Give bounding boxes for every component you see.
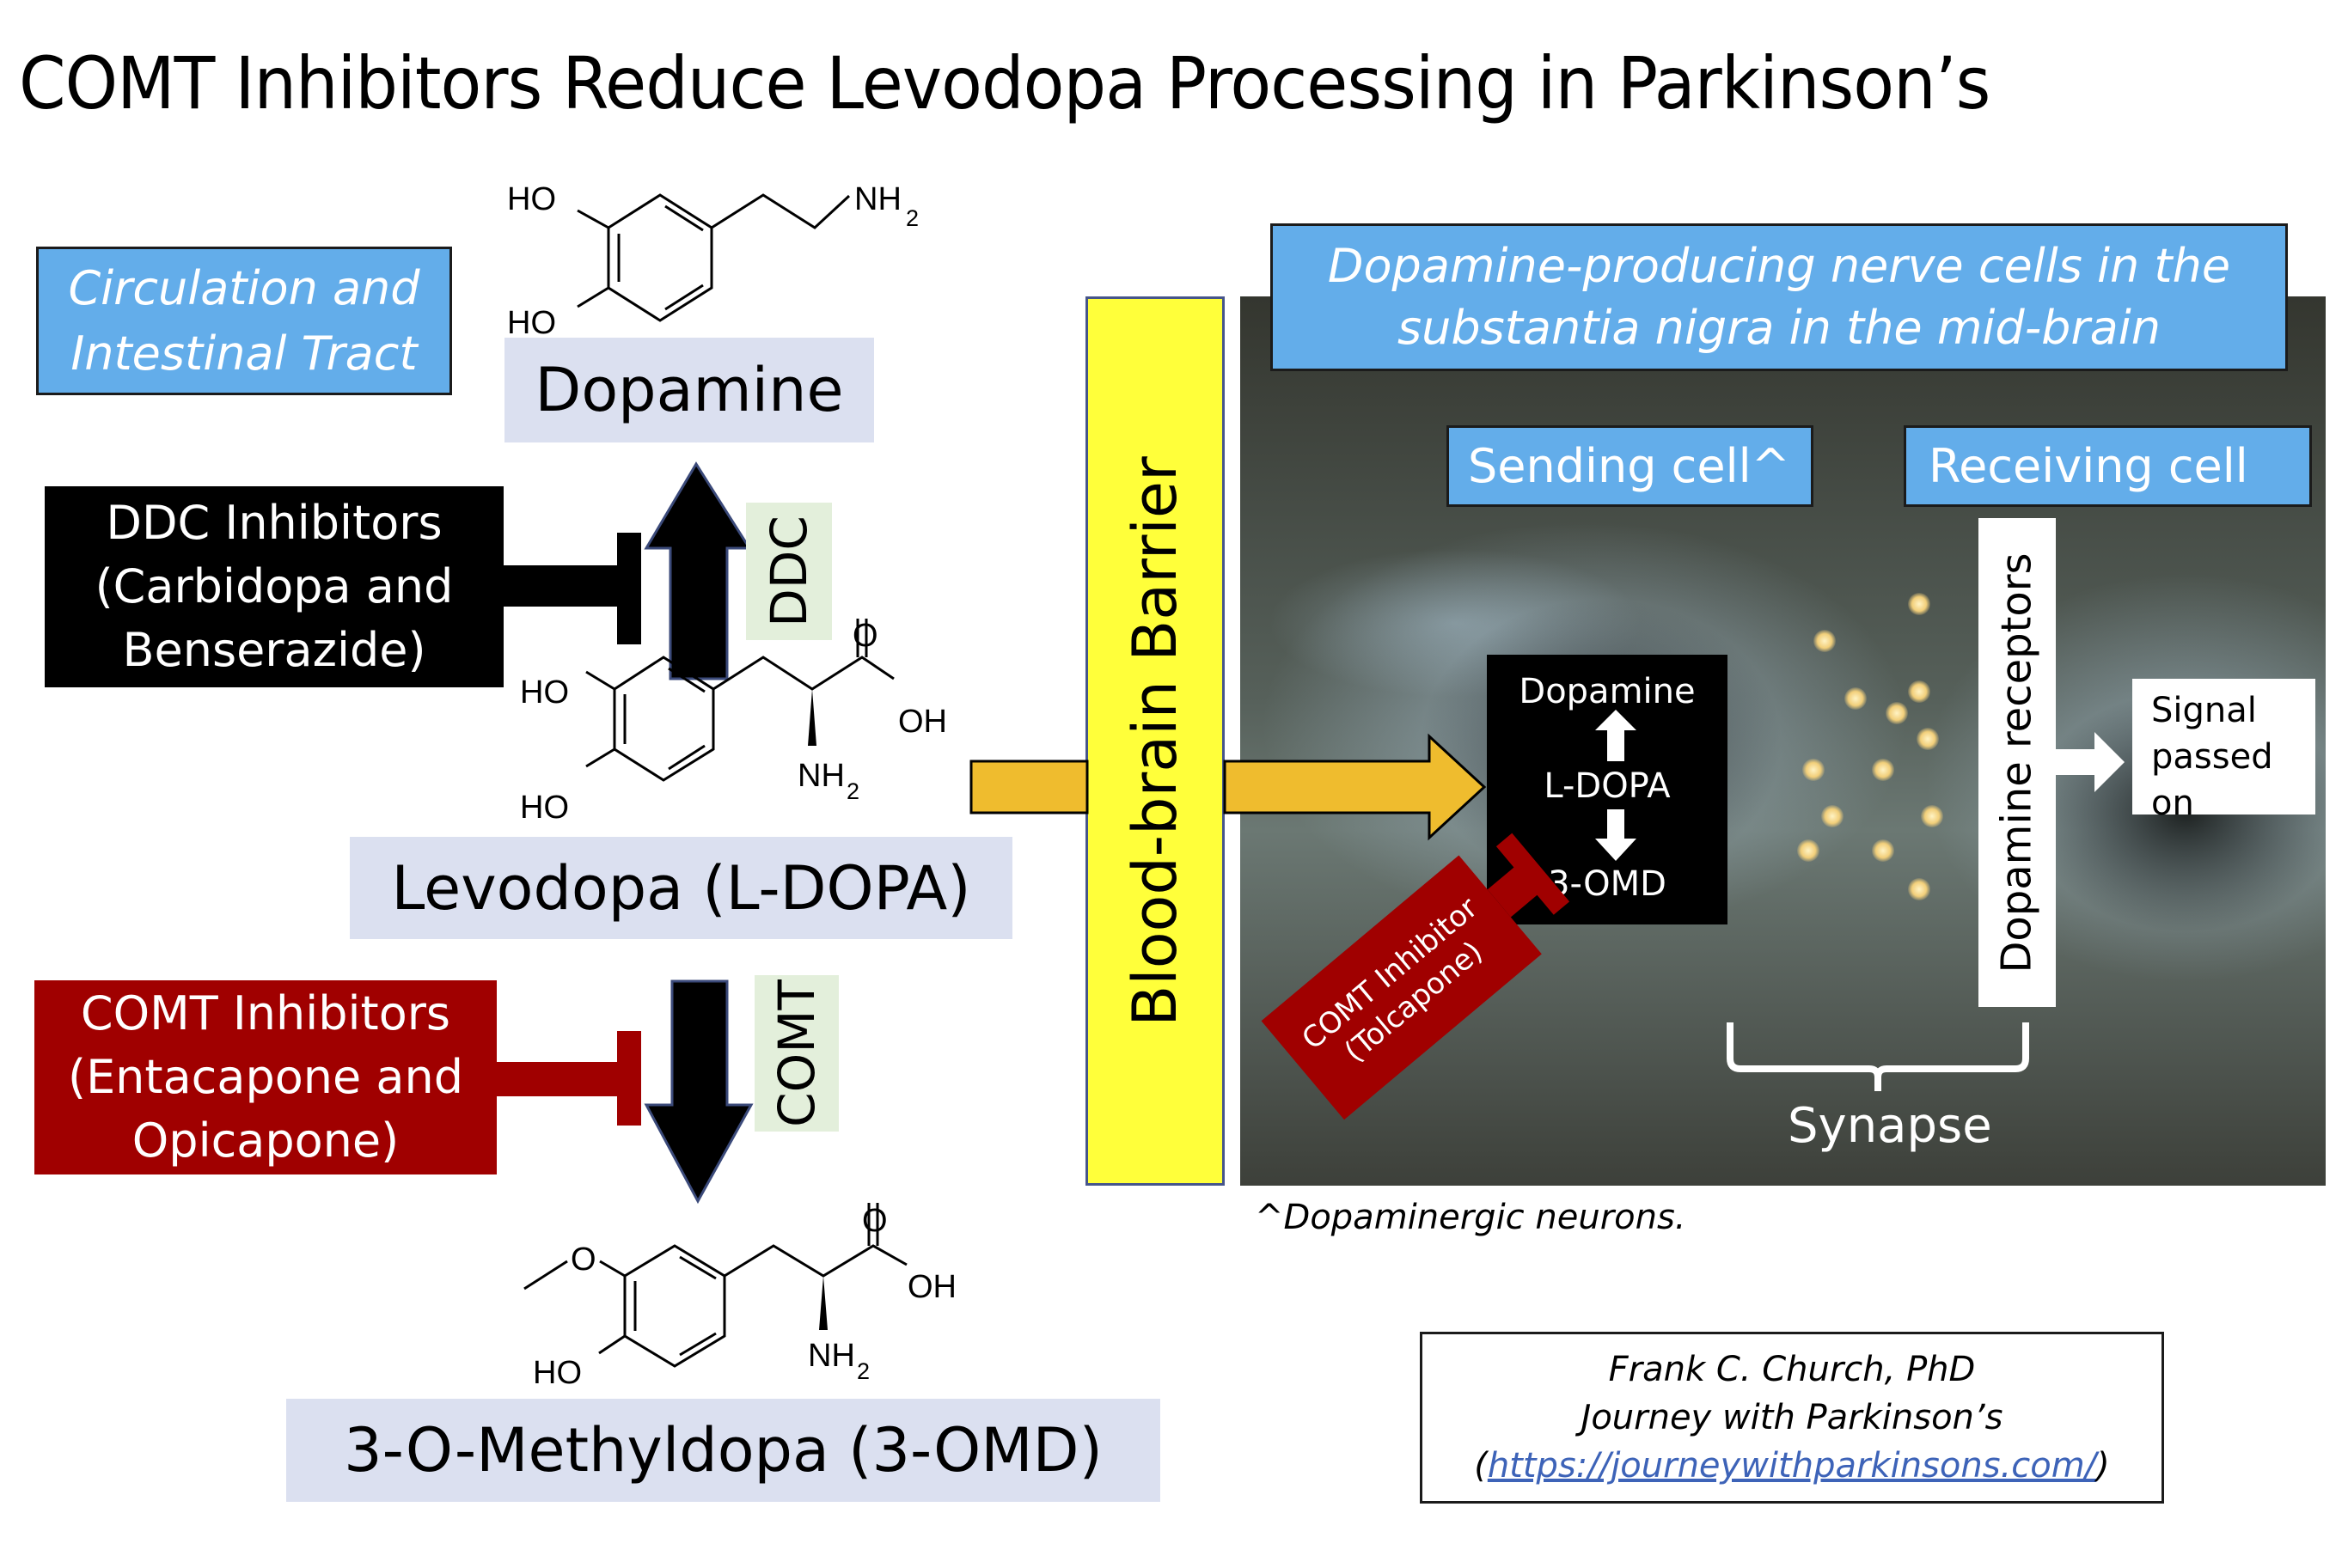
omd-carbonyl-o: O	[862, 1203, 888, 1239]
omd-ho-bottom: HO	[533, 1355, 582, 1391]
receiving-cell-label: Receiving cell	[1904, 425, 2312, 507]
levodopa-acid-oh: OH	[898, 704, 947, 740]
credit-url-line: (https://journeywithparkinsons.com/)	[1474, 1442, 2110, 1490]
dopamine-vesicle	[1921, 805, 1943, 827]
dopamine-ho-top: HO	[507, 181, 556, 217]
comt-inhibitors-line-3: Opicapone)	[131, 1113, 400, 1168]
dopamine-amine: NH	[854, 181, 902, 217]
omd-label: 3-O-Methyldopa (3-OMD)	[286, 1399, 1160, 1502]
comt-enzyme-label: COMT	[755, 975, 839, 1132]
dopamine-vesicle	[1908, 680, 1930, 703]
dopamine-vesicle	[1917, 728, 1939, 750]
dopamine-vesicle	[1872, 759, 1894, 781]
dopamine-receptors-text: Dopamine receptors	[1993, 552, 2042, 973]
dopamine-vesicle	[1844, 687, 1867, 710]
dopamine-vesicle	[1908, 878, 1930, 900]
levodopa-label: Levodopa (L-DOPA)	[350, 837, 1012, 939]
credit-box: Frank C. Church, PhD Journey with Parkin…	[1420, 1332, 2164, 1504]
blood-brain-barrier-label: Blood-brain Barrier	[1120, 455, 1190, 1027]
dopamine-vesicle	[1813, 630, 1836, 652]
omd-amine: NH	[808, 1338, 855, 1374]
pathway-arrow-down	[1595, 809, 1636, 861]
comt-inhibitors-line-1: COMT Inhibitors	[80, 986, 451, 1040]
credit-site-name: Journey with Parkinson’s	[1581, 1398, 2003, 1437]
neuron-pathway-box: Dopamine L-DOPA 3-OMD	[1487, 655, 1727, 924]
levodopa-amine: NH	[798, 758, 845, 794]
ddc-inhibitors-line-3: Benserazide)	[122, 623, 426, 677]
synapse-label: Synapse	[1788, 1098, 1992, 1154]
levodopa-ho-top: HO	[520, 674, 569, 711]
signal-line-1: Signal	[2151, 691, 2257, 730]
dopamine-vesicle	[1872, 839, 1894, 862]
comt-inhibitors-line-2: (Entacapone and	[68, 1050, 463, 1104]
pathway-dopamine: Dopamine	[1519, 672, 1696, 711]
omd-acid-oh: OH	[908, 1269, 957, 1305]
comt-inhibitors-box: COMT Inhibitors (Entacapone and Opicapon…	[34, 980, 497, 1174]
dopamine-vesicle	[1797, 839, 1819, 862]
levodopa-ho-bottom: HO	[520, 790, 569, 826]
ddc-inhibitors-line-2: (Carbidopa and	[95, 559, 454, 613]
circulation-line-2: Intestinal Tract	[70, 326, 418, 381]
dopamine-label: Dopamine	[504, 338, 874, 442]
levodopa-amine-sub: 2	[847, 778, 859, 804]
pathway-arrow-up	[1595, 710, 1636, 761]
ddc-inhibitors-box: DDC Inhibitors (Carbidopa and Benserazid…	[45, 486, 504, 687]
omd-amine-sub: 2	[857, 1358, 870, 1384]
dopamine-vesicle	[1886, 702, 1908, 724]
brain-region-header: Dopamine-producing nerve cells in the su…	[1270, 223, 2288, 371]
brain-region-line-2: substantia nigra in the mid-brain	[1397, 301, 2161, 355]
dopamine-ho-bottom: HO	[507, 305, 556, 341]
circulation-location-box: Circulation and Intestinal Tract	[36, 247, 452, 395]
dopamine-vesicle	[1802, 759, 1825, 781]
credit-close-paren: )	[2096, 1446, 2110, 1486]
ddc-enzyme-text: DDC	[760, 516, 819, 627]
footnote: ^Dopaminergic neurons.	[1255, 1198, 1686, 1237]
signal-line-2: passed	[2151, 737, 2273, 777]
credit-url-link[interactable]: https://journeywithparkinsons.com/	[1487, 1446, 2097, 1486]
blood-brain-barrier: Blood-brain Barrier	[1085, 296, 1225, 1186]
ddc-inhibitors-line-1: DDC Inhibitors	[106, 496, 443, 550]
ddc-enzyme-label: DDC	[746, 503, 832, 640]
comt-enzyme-text: COMT	[767, 979, 826, 1127]
signal-line-3: on	[2151, 784, 2194, 823]
dopamine-vesicle	[1821, 805, 1844, 827]
dopamine-amine-sub: 2	[906, 205, 919, 231]
credit-author: Frank C. Church, PhD	[1608, 1350, 1976, 1389]
page-title: COMT Inhibitors Reduce Levodopa Processi…	[19, 41, 1990, 125]
sending-cell-label: Sending cell^	[1446, 425, 1813, 507]
omd-methoxy-o: O	[571, 1242, 596, 1278]
circulation-line-1: Circulation and	[68, 260, 420, 315]
levodopa-carbonyl-o: O	[853, 618, 878, 654]
pathway-ldopa: L-DOPA	[1544, 766, 1671, 806]
brain-region-line-1: Dopamine-producing nerve cells in the	[1327, 239, 2231, 293]
signal-passed-box: Signal passed on	[2132, 679, 2315, 823]
dopamine-receptors-label: Dopamine receptors	[1978, 518, 2056, 1007]
dopamine-vesicle	[1908, 593, 1930, 615]
credit-open-paren: (	[1474, 1446, 1488, 1486]
